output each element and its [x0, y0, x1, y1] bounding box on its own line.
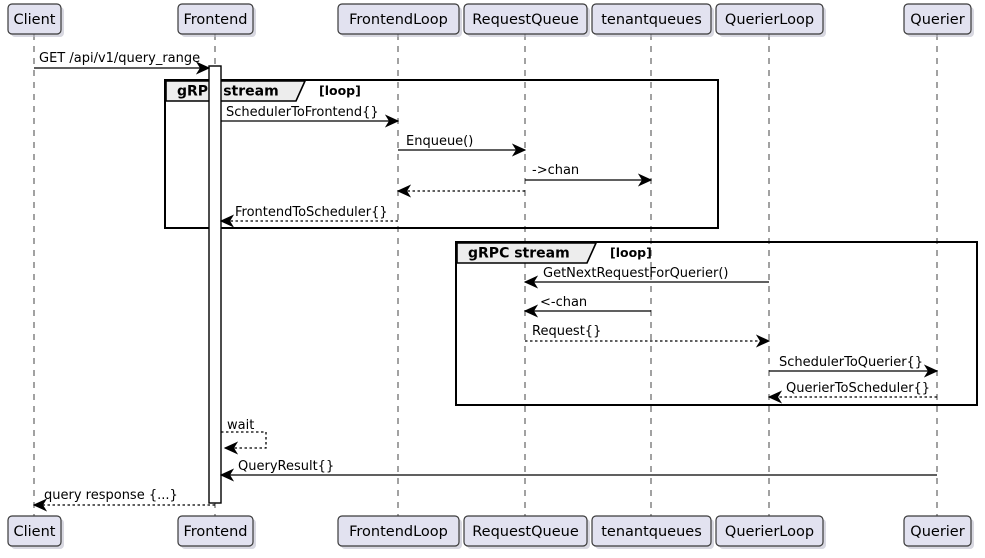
participant-frontendloop-footer[interactable]: FrontendLoop [337, 515, 462, 549]
participant-label-frontendloop-header: FrontendLoop [349, 12, 448, 28]
self-message-path-m12 [221, 431, 267, 455]
participant-label-client-footer: Client [14, 524, 56, 540]
message-label-m10: SchedulerToQuerier{} [779, 355, 923, 370]
participant-querierloop-header[interactable]: QuerierLoop [715, 3, 826, 37]
participant-label-frontend-footer: Frontend [184, 524, 248, 540]
self-message-m12: wait [221, 418, 267, 455]
message-label-m9: Request{} [532, 324, 601, 339]
participant-label-frontend-header: Frontend [184, 12, 248, 28]
participant-tenantqueues-header[interactable]: tenantqueues [591, 3, 714, 37]
participant-querierloop-footer[interactable]: QuerierLoop [715, 515, 826, 549]
participant-frontend-footer[interactable]: Frontend [177, 515, 256, 549]
message-label-m13: QueryResult{} [238, 459, 334, 474]
message-label-m4: ->chan [532, 163, 579, 178]
participant-client-header[interactable]: Client [7, 3, 64, 37]
participant-frontendloop-header[interactable]: FrontendLoop [337, 3, 462, 37]
participant-client-footer[interactable]: Client [7, 515, 64, 549]
participant-label-querier-footer: Querier [910, 524, 964, 540]
participant-label-querier-header: Querier [910, 12, 964, 28]
frames-group: gRPC stream [loop] gRPC stream [loop] [164, 79, 978, 406]
participant-querier-footer[interactable]: Querier [903, 515, 974, 549]
frame-grpc-frontend: gRPC stream [loop] [164, 79, 719, 229]
message-m11: QuerierToScheduler{} [767, 381, 937, 404]
self-messages-group: wait [221, 418, 267, 455]
participant-label-requestqueue-footer: RequestQueue [472, 524, 579, 540]
participant-requestqueue-footer[interactable]: RequestQueue [463, 515, 590, 549]
message-m3: Enqueue() [398, 134, 527, 157]
participant-frontend-header[interactable]: Frontend [177, 3, 256, 37]
participant-label-querierloop-header: QuerierLoop [725, 12, 814, 28]
frame-grpc-frontend-guard: [loop] [319, 83, 361, 98]
lifelines-group [33, 34, 938, 516]
message-label-m1: GET /api/v1/query_range [39, 51, 200, 66]
message-m2: SchedulerToFrontend{} [221, 105, 400, 128]
participant-label-tenantqueues-header: tenantqueues [601, 12, 702, 28]
message-m6: FrontendToScheduler{} [219, 205, 398, 228]
frame-grpc-frontend-title: gRPC stream [177, 84, 279, 100]
message-label-m3: Enqueue() [406, 134, 473, 149]
participant-tenantqueues-footer[interactable]: tenantqueues [591, 515, 714, 549]
participant-label-client-header: Client [14, 12, 56, 28]
message-m10: SchedulerToQuerier{} [769, 355, 939, 378]
message-m8: <-chan [523, 295, 651, 318]
message-m1: GET /api/v1/query_range [34, 51, 211, 75]
message-label-m8: <-chan [540, 295, 587, 310]
participant-requestqueue-header[interactable]: RequestQueue [463, 3, 590, 37]
message-label-m14: query response {...} [44, 488, 178, 503]
participant-label-frontendloop-footer: FrontendLoop [349, 524, 448, 540]
message-label-m6: FrontendToScheduler{} [235, 205, 388, 220]
participant-label-querierloop-footer: QuerierLoop [725, 524, 814, 540]
message-m9: Request{} [525, 324, 771, 348]
participant-label-requestqueue-header: RequestQueue [472, 12, 579, 28]
message-label-m7: GetNextRequestForQuerier() [543, 266, 729, 281]
frontend-activation [208, 65, 222, 504]
message-label-m2: SchedulerToFrontend{} [226, 105, 379, 120]
frame-grpc-querier: gRPC stream [loop] [455, 241, 978, 406]
participants-header-group: Client Frontend FrontendLoop RequestQueue te… [7, 3, 974, 37]
message-m14: query response {...} [32, 488, 215, 512]
participants-footer-group: Client Frontend FrontendLoop RequestQueue te… [7, 515, 974, 549]
message-m13: QueryResult{} [219, 459, 937, 482]
participant-label-tenantqueues-footer: tenantqueues [601, 524, 702, 540]
frame-grpc-querier-guard: [loop] [610, 245, 652, 260]
message-label-m11: QuerierToScheduler{} [786, 381, 930, 396]
self-message-label-m12: wait [227, 418, 254, 433]
messages-group: GET /api/v1/query_rangeSchedulerToFronte… [32, 51, 939, 512]
activations-group [208, 65, 222, 504]
frame-grpc-querier-title: gRPC stream [468, 246, 570, 262]
message-m4: ->chan [525, 163, 653, 187]
participant-querier-header[interactable]: Querier [903, 3, 974, 37]
message-m7: GetNextRequestForQuerier() [523, 266, 769, 289]
